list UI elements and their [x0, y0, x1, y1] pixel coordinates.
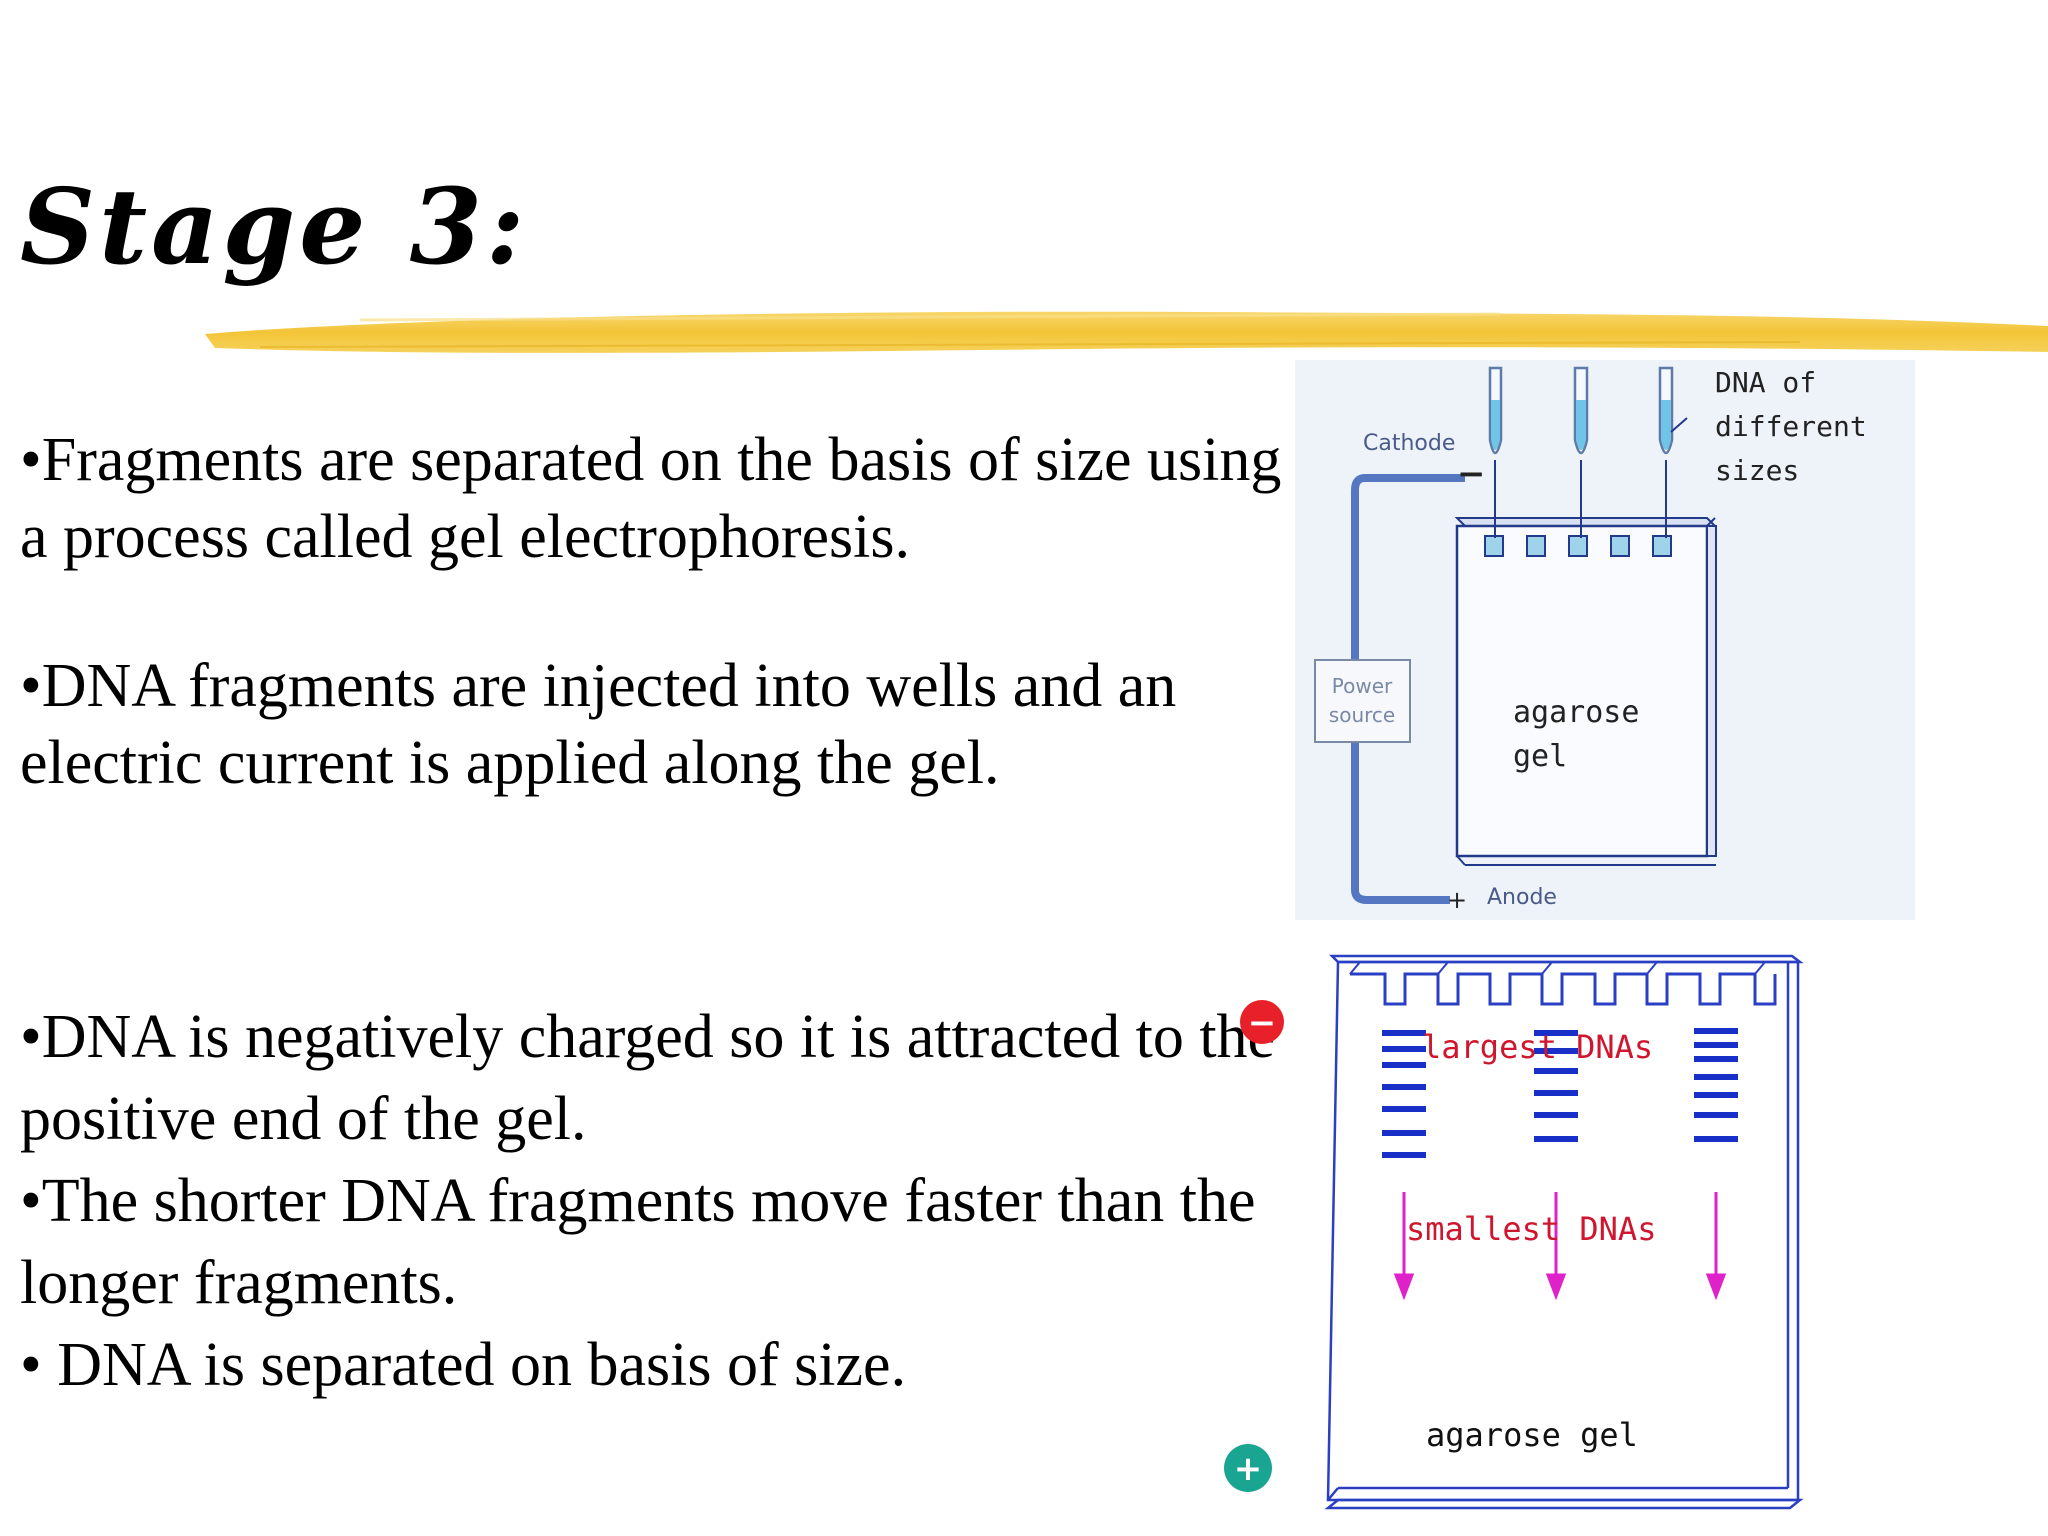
bullet-spacer	[20, 576, 1290, 648]
tube-samples	[1491, 400, 1671, 450]
gel-bands-diagram: largest DNAs smallest DNAs agarose gel −…	[1224, 954, 1804, 1510]
smallest-dna-label: smallest DNAs	[1406, 1210, 1656, 1248]
bullet-item: •Fragments are separated on the basis of…	[20, 426, 1282, 571]
gel-box	[1454, 517, 1718, 866]
bullet-item: • DNA is separated on basis of size.	[20, 1331, 907, 1399]
injection-arrows	[1494, 417, 1688, 538]
electrophoresis-apparatus-diagram: Power source Cathode − + Anode DNA of di…	[1295, 360, 1915, 920]
largest-dna-label: largest DNAs	[1422, 1028, 1653, 1066]
dna-bands	[1382, 1028, 1738, 1158]
power-source-box	[1314, 659, 1411, 743]
bullet-item: •DNA is negatively charged so it is attr…	[20, 1003, 1276, 1153]
bullet-item: •DNA fragments are injected into wells a…	[20, 652, 1177, 797]
agarose-gel-label-line1: agarose	[1513, 695, 1639, 730]
bullet-list-top: •Fragments are separated on the basis of…	[20, 422, 1290, 802]
cathode-label: Cathode	[1363, 431, 1455, 456]
gel-wells	[1484, 535, 1672, 557]
highlighter-stroke	[205, 311, 2048, 353]
bullet-item: •The shorter DNA fragments move faster t…	[20, 1167, 1256, 1317]
anode-plus-sign: +	[1447, 886, 1467, 914]
negative-terminal-icon: −	[1240, 1000, 1284, 1044]
plus-sign: +	[1234, 1449, 1263, 1489]
gel-wells	[1350, 972, 1777, 1006]
bullet-list-bottom: •DNA is negatively charged so it is attr…	[20, 996, 1280, 1406]
positive-terminal-icon: +	[1224, 1444, 1272, 1492]
cathode-minus-sign: −	[1457, 454, 1486, 494]
anode-label: Anode	[1487, 885, 1557, 910]
agarose-gel-label: agarose gel	[1426, 1416, 1638, 1454]
agarose-gel-label-line2: gel	[1513, 739, 1567, 774]
power-label: Power	[1332, 674, 1393, 698]
dna-sizes-label-line1: DNA of	[1715, 366, 1816, 399]
minus-sign: −	[1248, 1003, 1277, 1043]
migration-arrows	[1393, 1192, 1727, 1301]
gel-outline	[1324, 954, 1804, 1510]
dna-sizes-label-line2: different	[1715, 410, 1867, 443]
dna-sizes-label-line3: sizes	[1715, 454, 1799, 487]
slide-title: Stage 3:	[20, 165, 529, 288]
source-label: source	[1329, 703, 1395, 727]
